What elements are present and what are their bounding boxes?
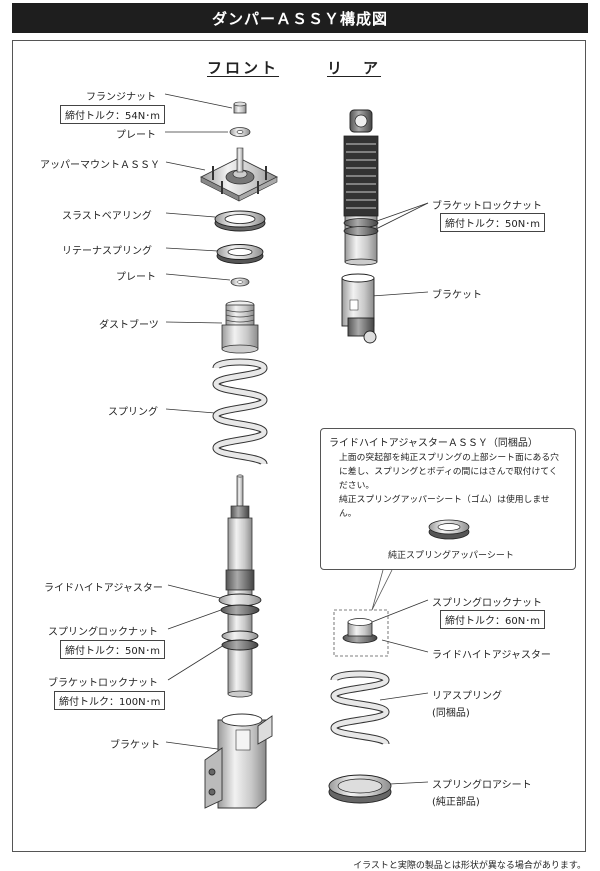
plate-top-part (229, 127, 251, 137)
label-upper-mount: アッパーマウントＡＳＳＹ (40, 160, 160, 171)
label-plate-mid: プレート (116, 272, 156, 283)
label-plate-top: プレート (116, 130, 156, 141)
note-line-2: に差し、スプリングとボディの間にはさんで取付けてく (339, 467, 558, 477)
label-retainer-spring: リテーナスプリング (62, 246, 152, 257)
rear-adjuster-part (342, 618, 378, 644)
label-rear-bracket-lock-nut: ブラケットロックナット (432, 201, 542, 212)
label-spring-lock-nut: スプリングロックナット (48, 627, 158, 638)
label-rear-spring: リアスプリング (432, 691, 502, 702)
note-caption-upper-seat: 純正スプリングアッパーシート (388, 551, 514, 561)
rear-bracket-part (341, 273, 377, 344)
label-dust-boot: ダストブーツ (99, 320, 159, 331)
label-rear-ride-height-adjuster: ライドハイトアジャスター (432, 650, 551, 661)
dust-boot-part (221, 300, 259, 354)
label-spring: スプリング (108, 407, 158, 418)
spring-lower-seat-part (328, 774, 392, 804)
label-ride-height-adjuster: ライドハイトアジャスター (44, 583, 163, 594)
upper-mount-part (199, 147, 279, 202)
note-line-1: 上面の突起部を純正スプリングの上部シート面にある穴 (339, 453, 559, 463)
label-thrust-bearing: スラストベアリング (62, 211, 152, 222)
note-line-3: ださい。 (339, 481, 375, 491)
flange-nut-part (233, 101, 247, 114)
front-leader-lines (164, 93, 233, 751)
torque-rear-spring-lock-nut: 締付トルク：60N･m (440, 610, 545, 629)
torque-rear-bracket-lock-nut: 締付トルク：50N･m (440, 213, 545, 232)
rear-column-heading: リ ア (327, 59, 382, 77)
note-pointer (371, 569, 393, 611)
front-column-heading: フロント (207, 59, 280, 77)
front-adjuster-lock-nuts-part (218, 593, 262, 651)
plate-mid-part (230, 277, 250, 287)
disclaimer-footer: イラストと実際の製品とは形状が異なる場合があります。 (353, 861, 586, 871)
label-rear-spring-note: (同梱品) (432, 708, 470, 719)
thrust-bearing-part (214, 210, 266, 232)
front-bracket-part (204, 713, 273, 809)
label-flange-nut: フランジナット (86, 92, 156, 103)
diagram-frame (12, 40, 586, 852)
torque-flange-nut: 締付トルク：54N･m (60, 105, 165, 124)
retainer-spring-part (216, 244, 264, 264)
front-coil-spring-part (212, 358, 268, 468)
note-title: ライドハイトアジャスターＡＳＳＹ（同梱品） (329, 438, 538, 449)
note-line-4: 純正スプリングアッパーシート（ゴム）は使用しません。 (339, 495, 550, 519)
torque-bracket-lock-nut: 締付トルク：100N･m (54, 691, 166, 710)
label-rear-spring-lock-nut: スプリングロックナット (432, 598, 542, 609)
rear-damper-part (343, 109, 379, 266)
adjuster-note-box: ライドハイトアジャスターＡＳＳＹ（同梱品） 上面の突起部を純正スプリングの上部シ… (320, 428, 576, 570)
oem-upper-seat-part (428, 519, 470, 540)
note-body: 上面の突起部を純正スプリングの上部シート面にある穴 に差し、スプリングとボディの… (339, 451, 567, 521)
label-bracket: ブラケット (110, 740, 160, 751)
front-damper-body-part (225, 474, 255, 698)
torque-spring-lock-nut: 締付トルク：50N･m (60, 640, 165, 659)
rear-coil-spring-part (330, 670, 390, 747)
label-rear-bracket: ブラケット (432, 290, 482, 301)
page-title: ダンパーＡＳＳＹ構成図 (12, 3, 588, 33)
label-spring-lower-seat: スプリングロアシート (432, 780, 532, 791)
adjuster-dashed-box (333, 609, 389, 657)
label-bracket-lock-nut: ブラケットロックナット (48, 678, 158, 689)
label-spring-lower-seat-note: (純正部品) (432, 797, 480, 808)
rear-leader-lines (371, 202, 429, 785)
